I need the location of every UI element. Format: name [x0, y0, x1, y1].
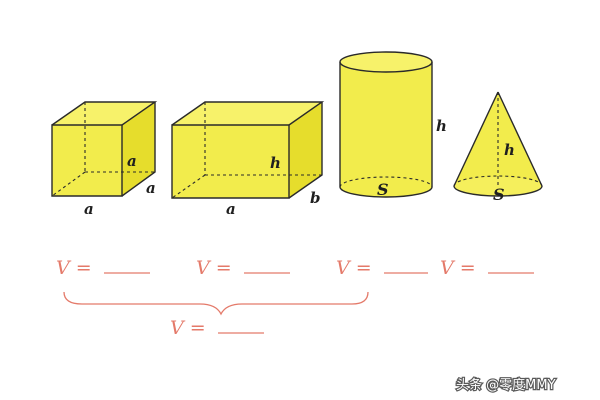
- cuboid-front-face: [172, 125, 289, 198]
- cone-base-label: S: [493, 185, 505, 204]
- formula-cylinder: V =: [336, 257, 372, 279]
- cube-front-face: [52, 125, 122, 196]
- cuboid: h a b: [171, 101, 325, 218]
- cube-edge-label-front: a: [127, 152, 137, 170]
- cylinder-base-label: S: [377, 180, 389, 199]
- cylinder-base: [340, 177, 432, 197]
- watermark: 头条 @零度MMY: [455, 376, 557, 394]
- cylinder-top: [340, 52, 432, 72]
- formula-cuboid: V =: [196, 257, 232, 279]
- formula-row: V = V = V = V =: [56, 257, 534, 279]
- formula-cube: V =: [56, 257, 92, 279]
- formula-combined: V =: [170, 317, 206, 339]
- cone-body: [454, 92, 542, 196]
- formula-cone: V =: [440, 257, 476, 279]
- cylinder: h S: [339, 51, 447, 199]
- cube-edge-label-bottom: a: [84, 200, 94, 218]
- cylinder-body: [340, 62, 432, 187]
- cube-edge-label-side: a: [146, 179, 156, 197]
- cuboid-side-face: [289, 102, 322, 198]
- cuboid-length-label: a: [226, 200, 236, 218]
- watermark-text: 头条 @零度MMY: [456, 377, 556, 393]
- cuboid-height-label: h: [270, 154, 281, 172]
- cuboid-width-label: b: [310, 189, 321, 207]
- grouping-brace: [63, 291, 369, 316]
- cone-height-label: h: [504, 141, 515, 159]
- cube: a a a: [51, 101, 158, 218]
- cone: h S: [453, 91, 543, 204]
- cylinder-height-label: h: [436, 117, 447, 135]
- cuboid-top-face: [172, 102, 322, 125]
